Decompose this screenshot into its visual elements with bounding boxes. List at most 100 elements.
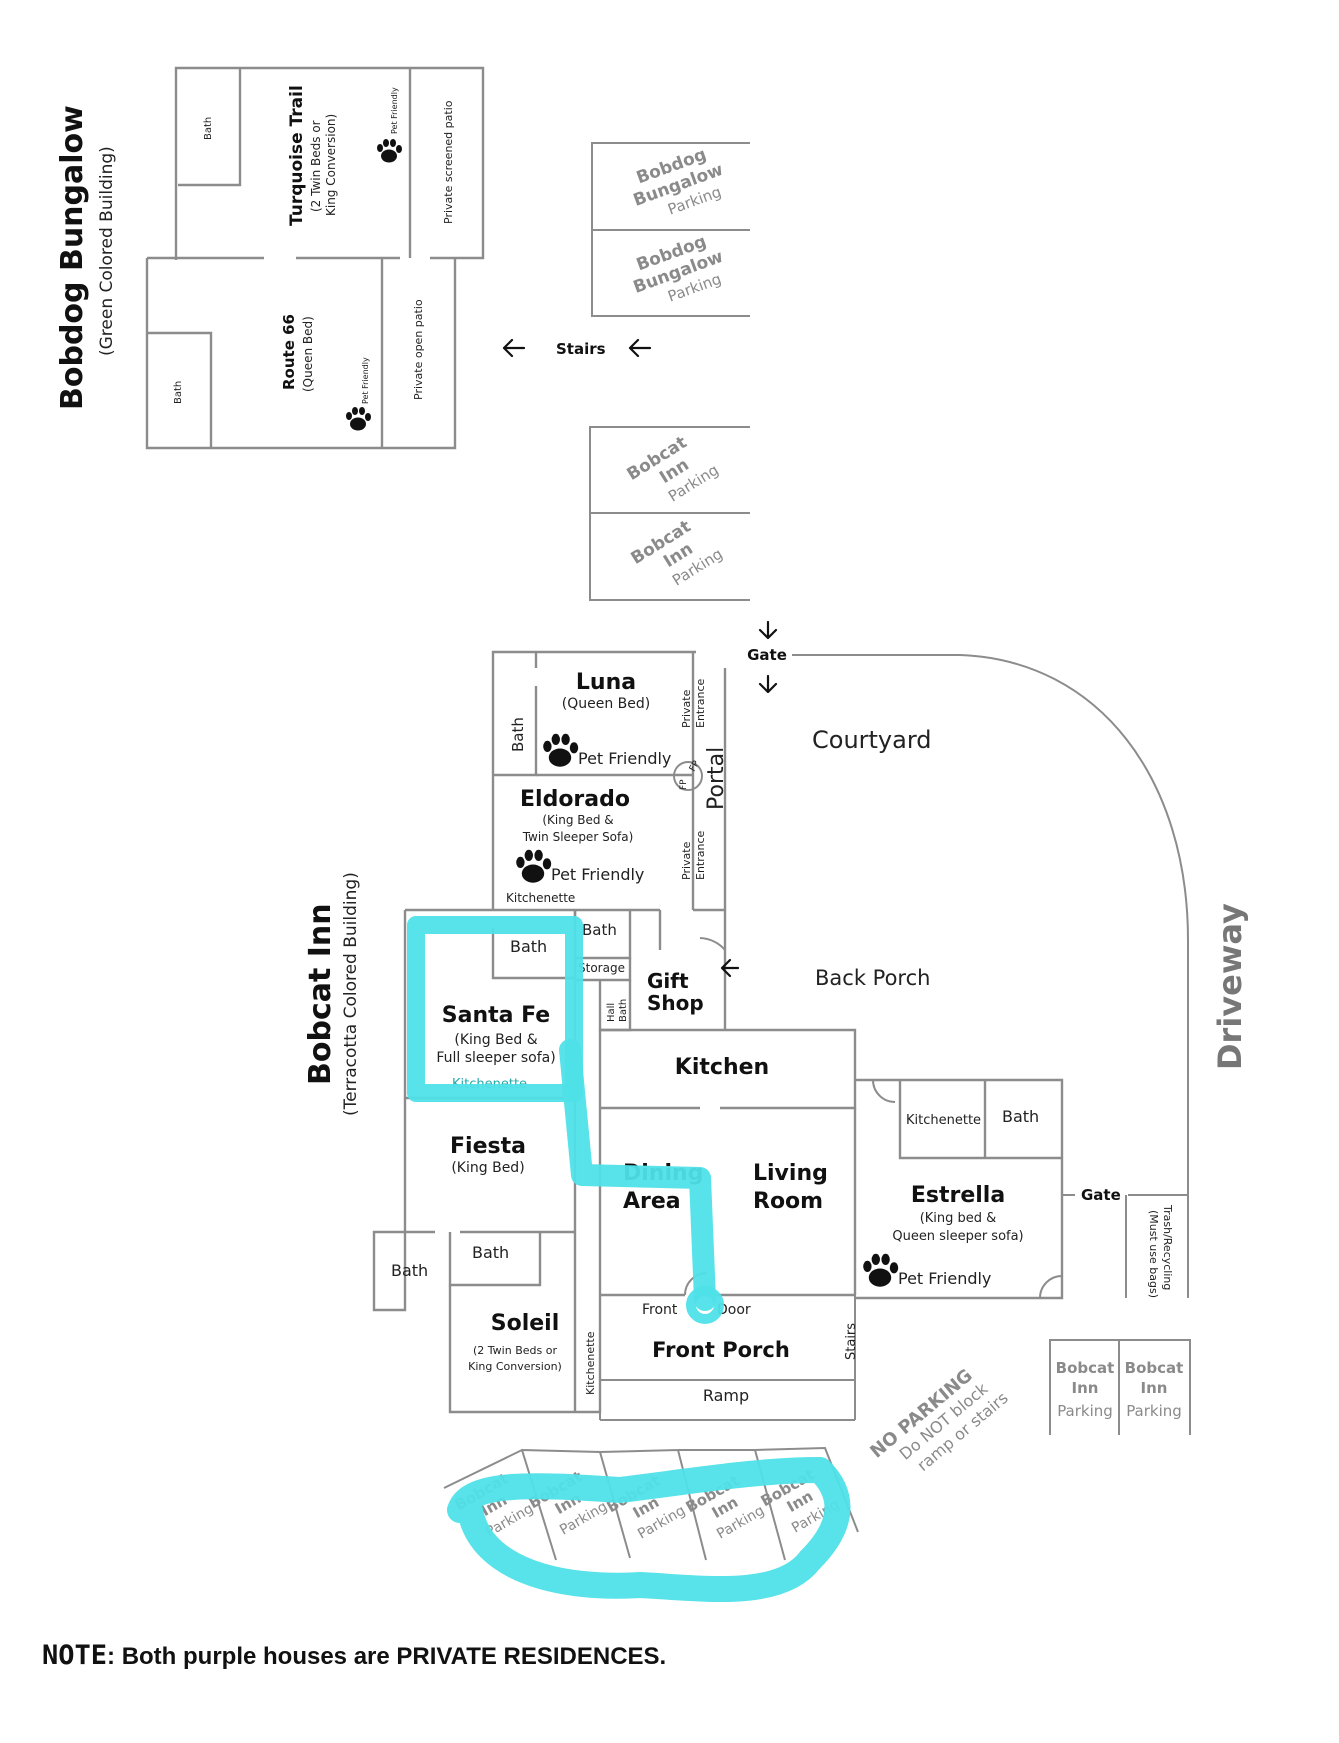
- inn-subtitle: (Terracotta Colored Building): [341, 872, 361, 1116]
- eldorado-beds-1: (King Bed &: [542, 813, 613, 827]
- route66-name: Route 66: [280, 314, 298, 390]
- turquoise-bath-label: Bath: [203, 117, 214, 140]
- portal-label: Portal: [704, 747, 729, 810]
- fiesta-name: Fiesta: [450, 1134, 526, 1159]
- arrow-left-icon: [502, 338, 526, 358]
- side-gate: Gate Trash/Recycling (Must use bags): [1062, 1186, 1188, 1298]
- inn-title: Bobcat Inn: [303, 903, 338, 1085]
- trash-label-1: Trash/Recycling: [1161, 1204, 1174, 1290]
- bungalow-title: Bobdog Bungalow: [55, 105, 90, 410]
- fireplace-icon: [673, 761, 703, 791]
- soleil-beds-1: (2 Twin Beds or: [473, 1344, 557, 1357]
- estrella-kitchenette: Kitchenette: [906, 1113, 981, 1128]
- private-open-patio-label: Private open patio: [412, 299, 425, 400]
- paw-icon: [346, 407, 371, 431]
- luna-name: Luna: [576, 670, 636, 695]
- turquoise-trail-beds-1: (2 Twin Beds or: [309, 120, 323, 212]
- eldorado-beds-2: Twin Sleeper Sofa): [522, 830, 634, 844]
- eldorado-name: Eldorado: [520, 787, 630, 812]
- back-porch-label: Back Porch: [815, 966, 930, 990]
- estrella-bath-label: Bath: [1002, 1107, 1039, 1126]
- paw-icon: [516, 849, 552, 883]
- parking-right-1-line-1: Bobcat: [1056, 1359, 1115, 1377]
- luna-beds: (Queen Bed): [562, 696, 650, 712]
- gift-label: Gift: [647, 969, 689, 993]
- bobcat-parking-upper: Bobcat Inn Parking Bobcat Inn Parking: [589, 426, 750, 601]
- bobdog-parking: Bobdog Bungalow Parking Bobdog Bungalow …: [591, 142, 750, 317]
- living-label-1: Living: [753, 1161, 828, 1186]
- porch-stairs-label: Stairs: [844, 1323, 859, 1360]
- parking-right-1-line-3: Parking: [1057, 1402, 1113, 1420]
- hall-bath-label: Bath: [618, 999, 629, 1022]
- arrow-left-icon: [720, 958, 740, 978]
- eldorado-private-label: Private: [680, 841, 693, 880]
- luna-entrance-label: Entrance: [694, 678, 707, 728]
- parking-right-1-line-2: Inn: [1072, 1379, 1099, 1397]
- fp-label-2: FP: [688, 759, 702, 774]
- turquoise-trail-beds-2: King Conversion): [324, 114, 338, 216]
- eldorado-entrance-label: Entrance: [694, 830, 707, 880]
- eldorado-pet-friendly: Pet Friendly: [551, 865, 644, 884]
- route66-pet-friendly: Pet Friendly: [361, 357, 370, 404]
- soleil-kitchenette: Kitchenette: [584, 1331, 597, 1395]
- bungalow-subtitle: (Green Colored Building): [97, 146, 117, 356]
- kitchen-label: Kitchen: [675, 1055, 769, 1080]
- hall-label: Hall: [606, 1003, 617, 1022]
- center-bath-label: Bath: [582, 921, 617, 939]
- no-parking-sign: NO PARKING Do NOT block ramp or stairs: [866, 1365, 1011, 1475]
- ramp-label: Ramp: [703, 1386, 749, 1405]
- estrella-beds-2: Queen sleeper sofa): [892, 1229, 1023, 1244]
- route66-beds: (Queen Bed): [301, 316, 315, 392]
- note-text: NOTE: Both purple houses are PRIVATE RES…: [42, 1640, 666, 1671]
- door-label: Door: [717, 1302, 751, 1318]
- living-label-2: Room: [753, 1189, 823, 1214]
- arrow-down-icon: [758, 674, 778, 694]
- turquoise-pet-friendly: Pet Friendly: [390, 87, 399, 134]
- fiesta-beds: (King Bed): [451, 1160, 524, 1176]
- estrella-name: Estrella: [911, 1183, 1005, 1208]
- luna-bath-label: Bath: [509, 717, 527, 752]
- driveway-label: Driveway: [1211, 903, 1249, 1070]
- luna-private-label: Private: [680, 689, 693, 728]
- soleil-bath-label: Bath: [472, 1243, 509, 1262]
- soleil-name: Soleil: [491, 1311, 560, 1336]
- top-gate: Gate: [747, 620, 787, 694]
- parking-right-2-line-3: Parking: [1126, 1402, 1182, 1420]
- front-porch-label: Front Porch: [652, 1338, 790, 1362]
- gate-top-label: Gate: [747, 646, 787, 664]
- turquoise-trail-name: Turquoise Trail: [287, 85, 307, 226]
- bobdog-bungalow-building: Bobdog Bungalow (Green Colored Building)…: [55, 66, 485, 450]
- luna-pet-friendly: Pet Friendly: [578, 749, 671, 768]
- parking-right-2-line-2: Inn: [1141, 1379, 1168, 1397]
- courtyard-label: Courtyard: [812, 726, 932, 754]
- santa-fe-name: Santa Fe: [442, 1003, 550, 1028]
- arrow-left-icon: [628, 338, 652, 358]
- paw-icon: [377, 139, 402, 163]
- note-body: : Both purple houses are PRIVATE RESIDEN…: [107, 1643, 667, 1670]
- front-label: Front: [642, 1302, 678, 1318]
- storage-label: Storage: [578, 961, 625, 975]
- private-screened-patio-label: Private screened patio: [442, 100, 455, 224]
- paw-icon: [863, 1253, 899, 1287]
- stairs-path: Stairs: [502, 338, 652, 358]
- note-label: NOTE: [42, 1640, 108, 1671]
- highlight-route: [407, 916, 851, 1603]
- santa-fe-bath-label: Bath: [510, 937, 547, 956]
- eldorado-kitchenette: Kitchenette: [506, 891, 575, 905]
- paw-icon: [543, 733, 579, 767]
- arrow-down-icon: [758, 620, 778, 640]
- stairs-label: Stairs: [556, 340, 606, 358]
- estrella-beds-1: (King bed &: [920, 1211, 997, 1226]
- santa-fe-beds-2: Full sleeper sofa): [436, 1050, 555, 1066]
- trash-label-2: (Must use bags): [1147, 1210, 1160, 1298]
- left-bath-label: Bath: [391, 1261, 428, 1280]
- shop-label: Shop: [647, 991, 704, 1015]
- soleil-beds-2: King Conversion): [468, 1360, 562, 1373]
- driveway-curve: [792, 654, 1189, 1195]
- bobcat-parking-right: Bobcat Inn Parking Bobcat Inn Parking: [1049, 1339, 1191, 1435]
- estrella-pet-friendly: Pet Friendly: [898, 1269, 991, 1288]
- santa-fe-beds-1: (King Bed &: [454, 1032, 537, 1048]
- fp-label-1: FP: [679, 779, 689, 790]
- parking-right-2-line-1: Bobcat: [1125, 1359, 1184, 1377]
